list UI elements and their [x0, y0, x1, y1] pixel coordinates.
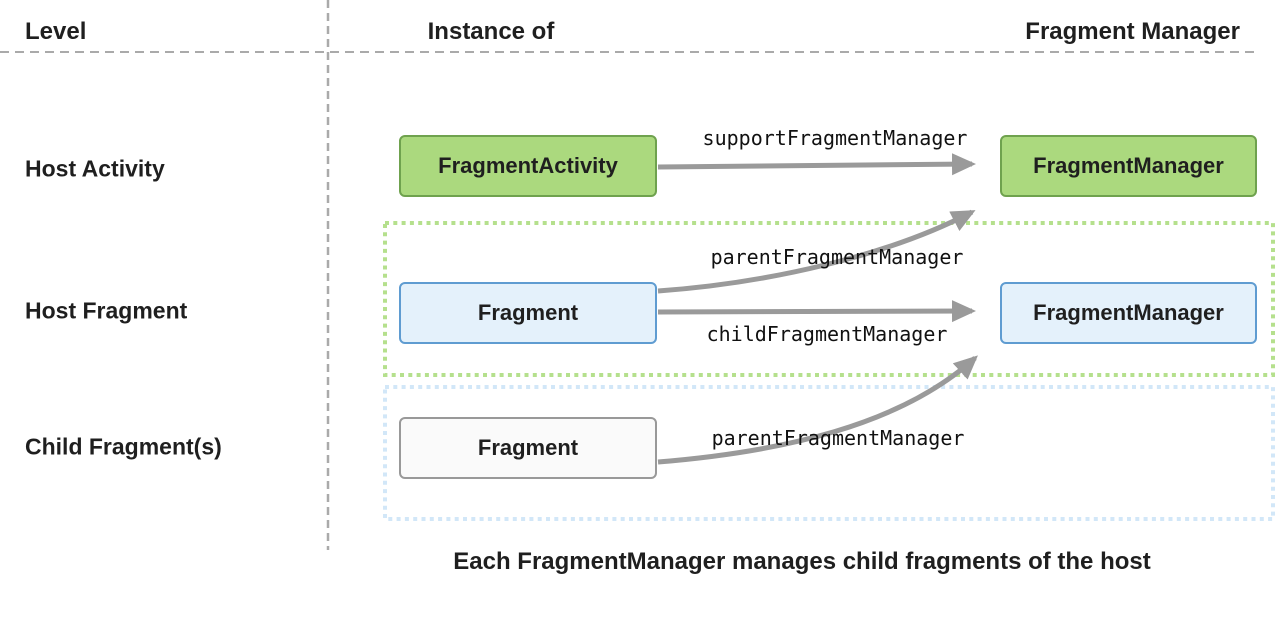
fragment-fragment-manager-box: FragmentManager — [1000, 282, 1257, 344]
fragment-activity-box: FragmentActivity — [399, 135, 657, 197]
child-fragment-box: Fragment — [399, 417, 657, 479]
support-fragment-manager-arrow — [657, 153, 976, 176]
activity-fragment-manager-box: FragmentManager — [1000, 135, 1257, 197]
host-fragment-box: Fragment — [399, 282, 657, 344]
column-header-instance-of: Instance of — [427, 18, 555, 45]
row-label-host-activity: Host Activity — [25, 155, 165, 182]
support-fragment-manager-label: supportFragmentManager — [702, 126, 968, 150]
row-label-host-fragment: Host Fragment — [25, 297, 188, 324]
diagram-caption: Each FragmentManager manages child fragm… — [453, 548, 1151, 575]
parent-fragment-manager-child-label: parentFragmentManager — [711, 426, 965, 450]
column-header-fragment-manager: Fragment Manager — [1025, 18, 1240, 45]
column-header-level: Level — [25, 18, 87, 45]
child-fragment-manager-arrow — [657, 300, 976, 323]
parent-fragment-manager-host-label: parentFragmentManager — [710, 245, 964, 269]
row-label-child-fragment: Child Fragment(s) — [25, 433, 222, 460]
child-fragment-manager-label: childFragmentManager — [706, 322, 948, 346]
